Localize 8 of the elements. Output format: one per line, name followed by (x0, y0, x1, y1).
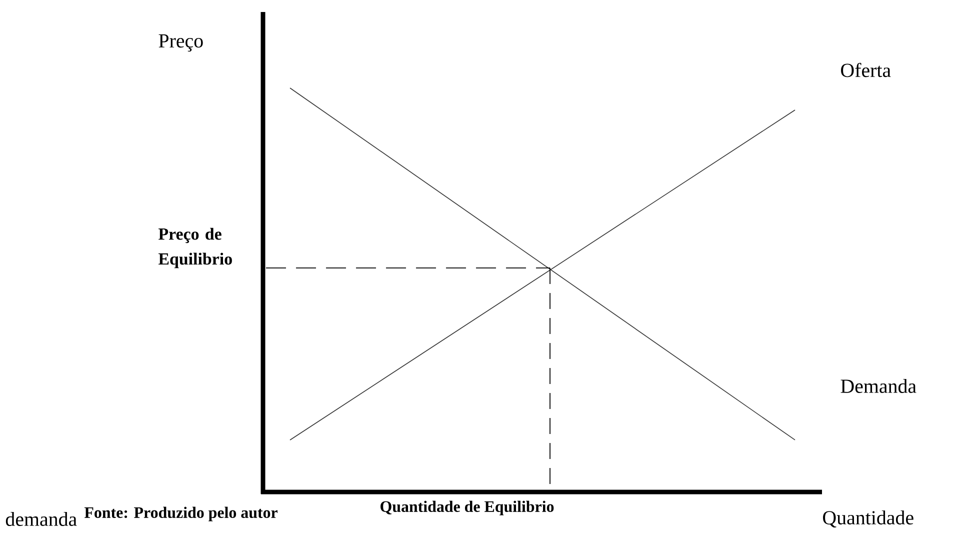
axis-value-label: Preço de Equilibrio (158, 228, 232, 268)
axis-value-label: Quantidade de Equilibrio (380, 500, 554, 516)
curve-label: Oferta (841, 62, 891, 78)
curve-label: Demanda (840, 378, 916, 393)
source-note: Fonte: Produzido pelo autor (84, 506, 278, 522)
axis-label: Quantidade (823, 510, 914, 528)
axis-label: Preço (158, 34, 203, 52)
text-label: demanda (6, 512, 77, 526)
